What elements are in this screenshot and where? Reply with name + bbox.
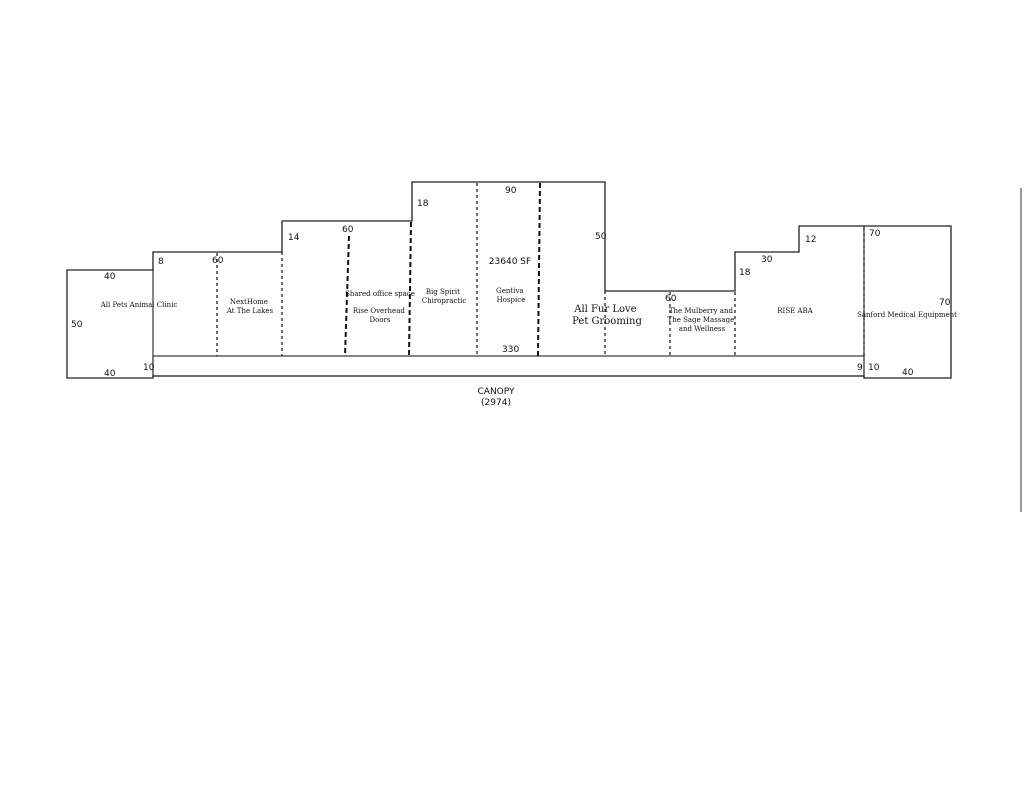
canopy-label: CANOPY — [478, 387, 515, 397]
dimension-label: 10 — [143, 363, 155, 373]
dimension-label: 60 — [212, 256, 224, 266]
dimension-label: 60 — [342, 225, 354, 235]
divider-4 — [408, 221, 412, 357]
tenant-label-all-fur-love: All Fur Love Pet Grooming — [572, 304, 642, 327]
dimension-label: 90 — [505, 186, 517, 196]
divider-6 — [537, 182, 541, 357]
dimension-label: 60 — [665, 294, 677, 304]
canopy-strip — [152, 355, 865, 377]
tenant-label-all-pets: All Pets Animal Clinic — [100, 301, 178, 309]
tenant-label-sanford: Sanford Medical Equipment — [857, 311, 957, 319]
tenant-label-nexthome: NextHome At The Lakes — [226, 298, 274, 315]
tenant-label-gentiva: Gentiva Hospice — [496, 287, 526, 304]
canopy-area-label: (2974) — [481, 398, 511, 408]
dimension-label: 18 — [739, 268, 751, 278]
dimension-label: 18 — [417, 199, 429, 209]
dimension-label: 14 — [288, 233, 300, 243]
dimension-label: 70 — [939, 298, 951, 308]
dimension-label: 40 — [104, 369, 116, 379]
tenant-label-rise-overhead: Rise Overhead Doors — [353, 307, 407, 324]
dimension-label: 70 — [869, 229, 881, 239]
total-area-label: 23640 SF — [489, 257, 531, 267]
dimension-label: 30 — [761, 255, 773, 265]
dimension-label: 12 — [805, 235, 816, 245]
dimension-label: 50 — [71, 320, 83, 330]
divider-3 — [344, 235, 350, 357]
tenant-label-big-spirit: Big Spirit Chiropractic — [422, 288, 467, 305]
dimension-label: 8 — [158, 257, 164, 267]
dimension-label: 10 — [868, 363, 880, 373]
tenant-label-shared-office: Shared office space — [345, 290, 415, 298]
dimension-label: 9 — [857, 363, 863, 373]
dimension-label: 50 — [595, 232, 607, 242]
dimension-label: 330 — [502, 345, 519, 355]
tenant-label-mulberry-sage: The Mulberry and The Sage Massage and We… — [668, 307, 737, 333]
tenant-label-rise-aba: RISE ABA — [777, 307, 813, 315]
dimension-label: 40 — [104, 272, 116, 282]
dimension-label: 40 — [902, 368, 914, 378]
